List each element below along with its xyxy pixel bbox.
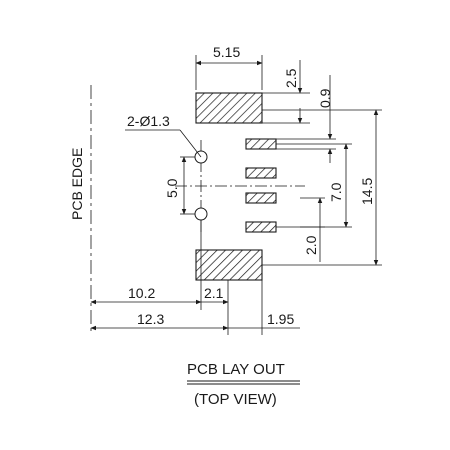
dim-signal-offset: 1.95	[267, 311, 294, 327]
layout-subtitle: (TOP VIEW)	[194, 391, 277, 408]
dim-edge-to-hole: 10.2	[128, 285, 155, 301]
signal-pad-3	[245, 192, 277, 204]
dim-edge-to-pad: 12.3	[137, 311, 164, 327]
bottom-mounting-pad	[195, 249, 263, 281]
layout-title: PCB LAY OUT	[187, 361, 285, 378]
dim-pad-offset: 2.1	[204, 285, 224, 301]
dim-pad-width: 5.15	[213, 44, 240, 60]
signal-pad-1	[245, 138, 277, 150]
signal-pad-4	[245, 221, 277, 233]
signal-pad-2	[245, 167, 277, 179]
dim-overall-height: 14.5	[359, 178, 375, 205]
dim-signal-pad-width: 0.9	[317, 88, 333, 108]
dim-hole-pitch: 5.0	[164, 178, 180, 198]
top-mounting-pad	[195, 92, 263, 124]
dim-signal-span: 7.0	[328, 182, 344, 202]
dim-signal-pitch: 2.0	[303, 235, 319, 255]
mounting-hole-2	[194, 207, 208, 221]
pcb-edge-label: PCB EDGE	[69, 148, 85, 220]
dim-holes: 2-Ø1.3	[127, 113, 170, 129]
dim-pad-height: 2.5	[283, 68, 299, 88]
